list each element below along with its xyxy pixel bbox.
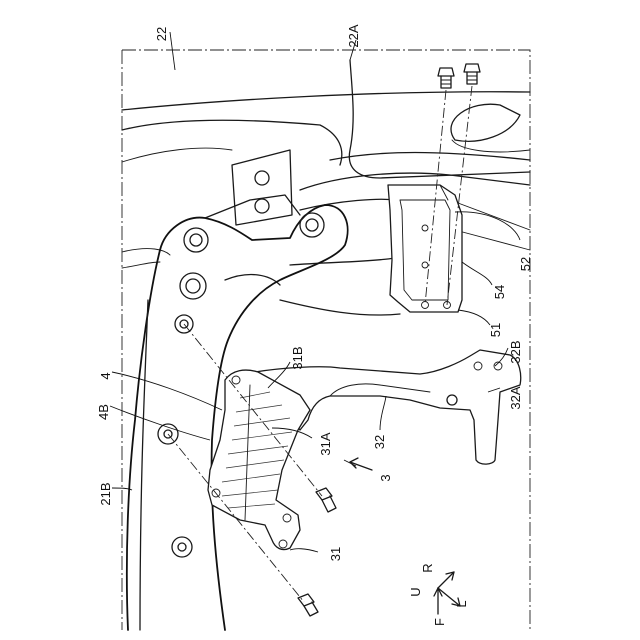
label-54: 54 (492, 285, 507, 299)
bolt-upper-left (438, 68, 454, 88)
bracket-31 (208, 370, 310, 550)
label-52: 52 (518, 257, 533, 271)
label-21B: 21B (98, 482, 113, 505)
label-4: 4 (98, 372, 113, 379)
bolt-lower-bottom (298, 594, 318, 616)
label-31B: 31B (290, 346, 305, 369)
label-32: 32 (372, 435, 387, 449)
label-31A: 31A (318, 432, 333, 455)
reference-labels: 22 22A 52 54 51 31B 32B 4 4B 32A 32 31A … (96, 24, 533, 561)
label-4B: 4B (96, 404, 111, 420)
label-51: 51 (488, 323, 503, 337)
label-32B: 32B (508, 340, 523, 363)
label-22: 22 (154, 27, 169, 41)
bolt-lower-middle (316, 488, 336, 512)
assembly-arrow-3 (350, 458, 372, 470)
bracket-51 (388, 185, 462, 312)
compass-front: F (432, 618, 447, 626)
label-32A: 32A (508, 386, 523, 409)
body-panel-22 (122, 60, 530, 268)
bolt-upper-right (464, 64, 480, 84)
compass-rear: R (420, 563, 435, 572)
compass-left: L (454, 600, 469, 607)
label-3: 3 (378, 474, 393, 481)
compass-up: U (408, 587, 423, 596)
label-22A: 22A (346, 24, 361, 47)
direction-compass: U R F L (408, 563, 469, 626)
label-31: 31 (328, 547, 343, 561)
